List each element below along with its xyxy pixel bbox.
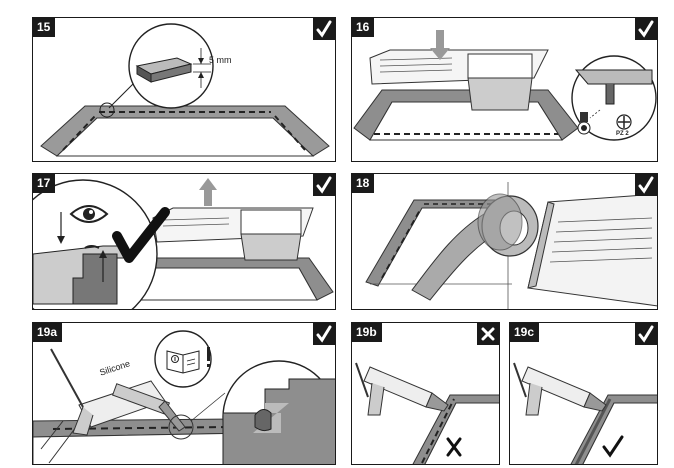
cross-icon xyxy=(477,323,499,345)
step-number: 19c xyxy=(510,323,540,342)
worktop-cutout-illustration xyxy=(40,23,330,157)
step-number: 17 xyxy=(33,174,56,193)
phillips-screw-icon xyxy=(616,114,632,130)
sink-installation-illustration xyxy=(353,30,657,141)
step-19c-panel: 19c xyxy=(509,322,658,465)
step-15-panel: 15 5 mm xyxy=(32,17,336,162)
check-icon xyxy=(313,323,335,345)
gap-dimension-label: 5 mm xyxy=(209,55,232,65)
correct-sealing-illustration xyxy=(513,362,657,464)
check-icon xyxy=(313,174,335,196)
read-instructions-icon xyxy=(154,330,212,388)
check-icon xyxy=(313,18,335,40)
check-icon xyxy=(635,18,657,40)
step-number: 19a xyxy=(33,323,63,342)
check-icon xyxy=(635,323,657,345)
step-16-panel: 16 PZ 2 xyxy=(351,17,658,162)
step-number: 19b xyxy=(352,323,382,342)
incorrect-sealing-illustration xyxy=(355,362,499,464)
tape-application-illustration xyxy=(365,182,657,309)
step-number: 18 xyxy=(352,174,375,193)
exclamation-icon xyxy=(207,347,210,367)
screwdriver-size-label: PZ 2 xyxy=(616,131,629,137)
step-17-panel: 17 xyxy=(32,173,336,310)
eye-icon xyxy=(69,205,109,223)
seal-check-illustration xyxy=(33,178,334,309)
step-number: 16 xyxy=(352,18,375,37)
check-icon xyxy=(635,174,657,196)
silicone-sealing-illustration xyxy=(33,330,335,464)
step-19a-panel: 19a xyxy=(32,322,336,465)
step-19b-panel: 19b xyxy=(351,322,500,465)
step-18-panel: 18 xyxy=(351,173,658,310)
step-number: 15 xyxy=(33,18,56,37)
